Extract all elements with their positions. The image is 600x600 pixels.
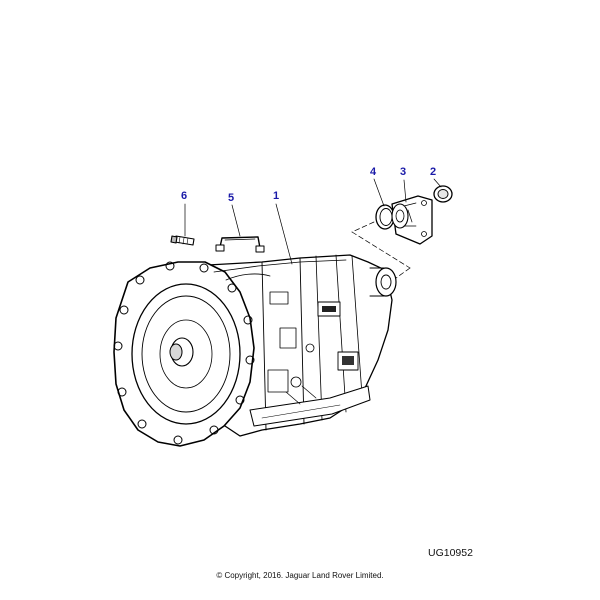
leader-3: [403, 179, 407, 203]
leader-2: [433, 178, 442, 188]
callout-2: 2: [430, 166, 437, 178]
bolt-part: [170, 235, 195, 246]
callout-4: 4: [370, 166, 377, 178]
leader-4: [373, 178, 385, 207]
pipe-part: [215, 236, 265, 253]
callout-leaders: [184, 178, 442, 265]
gasket-part: [375, 204, 395, 230]
extension-housing-part: [391, 195, 433, 245]
diagram-reference-code: UG10952: [428, 547, 473, 559]
leader-1: [275, 203, 293, 265]
callout-6: 6: [181, 190, 188, 202]
copyright-notice: © Copyright, 2016. Jaguar Land Rover Lim…: [216, 571, 384, 580]
transmission-assembly: [113, 254, 397, 447]
leader-5: [231, 204, 241, 237]
callout-3: 3: [400, 166, 407, 178]
oil-seal-part: [433, 185, 453, 203]
callout-5: 5: [228, 192, 235, 204]
assembly-guide-lines: [351, 221, 411, 279]
callout-1: 1: [273, 190, 280, 202]
